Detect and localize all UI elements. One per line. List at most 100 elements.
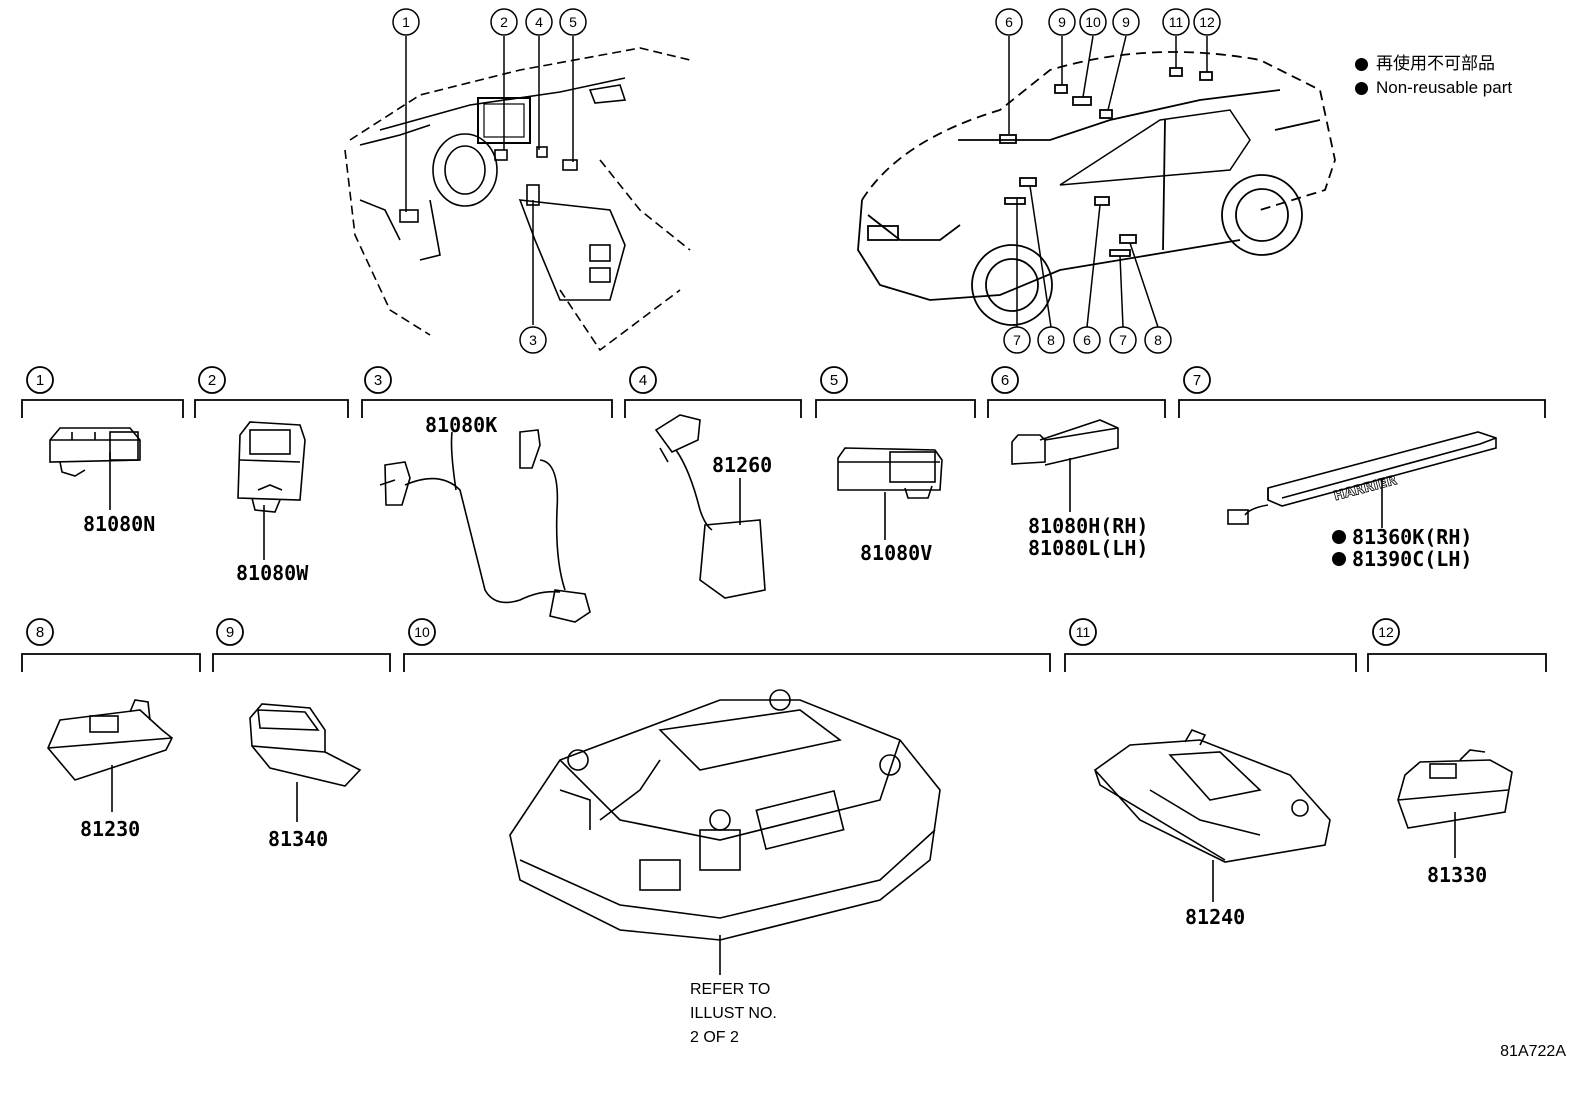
non-reusable-dot-icon (1355, 81, 1368, 95)
section-2-number: 2 (198, 366, 226, 394)
section-number-label: 7 (1193, 372, 1201, 389)
part-81260-lamp-illustration (654, 414, 766, 599)
part-number-81330: 81330 (1427, 863, 1487, 887)
section-6-number: 6 (991, 366, 1019, 394)
legend-text-japanese: 再使用不可部品 (1376, 54, 1495, 73)
callout-circle: 8 (1037, 326, 1065, 354)
callout-circle: 9 (1048, 8, 1076, 36)
callout-circle: 9 (1112, 8, 1140, 36)
section-9-number: 9 (216, 618, 244, 646)
callout-label: 5 (569, 14, 577, 30)
section-number-label: 4 (639, 372, 647, 389)
part-81340-lamp-illustration (249, 703, 362, 822)
section-number-label: 12 (1378, 624, 1394, 640)
section-10-number: 10 (408, 618, 436, 646)
section-4-number: 4 (629, 366, 657, 394)
section-headers-row-2: 8 9 10 11 12 (21, 618, 1547, 672)
callout-circle: 5 (559, 8, 587, 36)
section-9-bracket (212, 653, 391, 672)
part-number-81080n: 81080N (83, 512, 155, 536)
non-reusable-dot-icon (1355, 57, 1368, 71)
section-number-label: 1 (36, 372, 44, 389)
section-1-bracket (21, 399, 184, 418)
part-number-81230: 81230 (80, 817, 140, 841)
part-number-81080k: 81080K (425, 413, 497, 437)
callout-circle: 2 (490, 8, 518, 36)
callout-circle: 11 (1162, 8, 1190, 36)
section-number-label: 2 (208, 372, 216, 389)
part-overhead-console-illustration (509, 689, 941, 975)
section-number-label: 3 (374, 372, 382, 389)
part-81240-map-lamp-illustration (1093, 729, 1331, 902)
callout-label: 7 (1119, 332, 1127, 348)
part-number-81360k: 81360K(RH) (1352, 525, 1472, 549)
section-4-bracket (624, 399, 802, 418)
interior-overview (344, 47, 691, 352)
callout-circle: 10 (1079, 8, 1107, 36)
section-number-label: 11 (1076, 624, 1091, 640)
callout-label: 6 (1083, 332, 1091, 348)
part-number-81390c: 81390C(LH) (1352, 547, 1472, 571)
section-number-label: 5 (830, 372, 838, 389)
callout-circle: 8 (1144, 326, 1172, 354)
non-reusable-dot (1332, 552, 1346, 566)
callout-label: 11 (1169, 14, 1184, 30)
part-81080v-sensor-illustration (837, 447, 943, 540)
section-number-label: 10 (414, 624, 430, 640)
interior-callouts: 1 2 4 5 3 (392, 8, 587, 354)
callout-label: 1 (402, 14, 410, 30)
callout-label: 8 (1154, 332, 1162, 348)
badge-text-harrier: HARRIER (1332, 473, 1398, 504)
callout-label: 2 (500, 14, 508, 30)
section-12-number: 12 (1372, 618, 1400, 646)
callout-label: 12 (1199, 14, 1215, 30)
section-11-number: 11 (1069, 618, 1097, 646)
section-headers-row-1: 1 2 3 4 5 6 7 (21, 366, 1546, 418)
part-81330-lamp-illustration (1397, 749, 1513, 858)
part-number-81240: 81240 (1185, 905, 1245, 929)
callout-label: 6 (1005, 14, 1013, 30)
refer-note-line: ILLUST NO. (690, 1005, 777, 1022)
part-81080k-harness-illustration (379, 429, 591, 623)
part-81230-lamp-illustration (47, 699, 174, 812)
part-number-81340: 81340 (268, 827, 328, 851)
illustration-code: 81A722A (1500, 1043, 1566, 1060)
callout-circle: 6 (995, 8, 1023, 36)
legend-row-japanese: 再使用不可部品 (1355, 52, 1512, 76)
legend: 再使用不可部品 Non-reusable part (1355, 52, 1512, 100)
section-8-bracket (21, 653, 201, 672)
section-7-number: 7 (1183, 366, 1211, 394)
callout-circle: 6 (1073, 326, 1101, 354)
callout-label: 10 (1085, 14, 1101, 30)
vehicle-callouts: 6 9 10 9 11 12 7 8 6 7 8 (995, 8, 1221, 354)
legend-text-english: Non-reusable part (1376, 78, 1513, 97)
part-81080h-81080l-sensor-illustration (1011, 419, 1119, 512)
section-10-bracket (403, 653, 1051, 672)
section-8-number: 8 (26, 618, 54, 646)
part-number-81080h: 81080H(RH) (1028, 514, 1148, 538)
part-81360k-81390c-scuff-plate-illustration (1227, 431, 1497, 528)
part-number-81080l: 81080L(LH) (1028, 536, 1148, 560)
callout-label: 3 (529, 332, 537, 348)
part-number-81080w: 81080W (236, 561, 309, 585)
section-3-bracket (361, 399, 613, 418)
callout-circle: 12 (1193, 8, 1221, 36)
callout-circle: 1 (392, 8, 420, 36)
refer-note-line: 2 OF 2 (690, 1029, 739, 1046)
section-3-number: 3 (364, 366, 392, 394)
callout-circle: 7 (1003, 326, 1031, 354)
refer-note: REFER TO ILLUST NO. 2 OF 2 (690, 978, 777, 1050)
callout-circle: 7 (1109, 326, 1137, 354)
section-number-label: 6 (1001, 372, 1009, 389)
callout-label: 8 (1047, 332, 1055, 348)
section-number-label: 9 (226, 624, 234, 641)
part-number-81080v: 81080V (860, 541, 932, 565)
section-5-number: 5 (820, 366, 848, 394)
callout-circle: 3 (519, 326, 547, 354)
non-reusable-dot (1332, 530, 1346, 544)
section-6-bracket (987, 399, 1166, 418)
section-number-label: 8 (36, 624, 44, 641)
callout-label: 4 (535, 14, 543, 30)
section-2-bracket (194, 399, 349, 418)
section-5-bracket (815, 399, 976, 418)
